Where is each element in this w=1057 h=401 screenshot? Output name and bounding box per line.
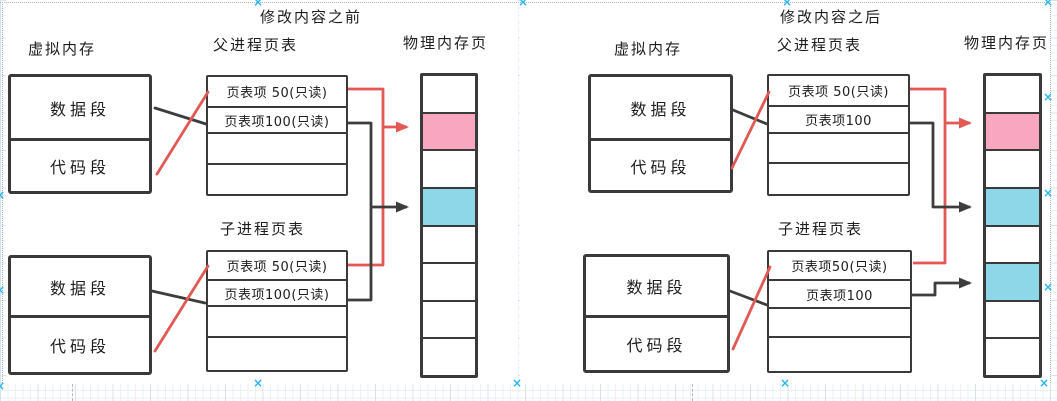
connection-anchor[interactable]: ×: [0, 189, 5, 201]
page-table-entry: [208, 305, 346, 336]
physical-page: [986, 224, 1039, 263]
physical-memory-label: 物理内存页: [403, 34, 489, 52]
physical-page: [423, 337, 475, 375]
child-virtual-memory-box: 数据段 代码段: [583, 254, 730, 373]
connection-anchor[interactable]: ×: [511, 376, 523, 390]
physical-page: [423, 299, 475, 338]
physical-page: [986, 299, 1039, 338]
child-page-table: 页表项50(只读) 页表项100: [767, 250, 912, 373]
page-boundary-line: [692, 384, 693, 401]
code-segment: 代码段: [11, 315, 149, 372]
child-page-table: 页表项 50(只读) 页表项100(只读): [206, 250, 348, 372]
physical-page-child-copy-blue: [986, 262, 1039, 300]
page-table-entry: 页表项100: [769, 105, 908, 132]
physical-page-shared-pink: [423, 111, 475, 150]
physical-page: [423, 76, 475, 112]
data-segment: 数据段: [49, 278, 110, 298]
code-segment: 代码段: [11, 138, 149, 191]
page-table-entry: 页表项 50(只读): [226, 260, 328, 275]
parent-virtual-memory-box: 数据段 代码段: [588, 74, 733, 193]
selection-border-right: [1050, 2, 1051, 383]
connection-anchor[interactable]: ×: [1038, 376, 1050, 390]
connection-anchor[interactable]: ×: [517, 0, 529, 9]
physical-page-parent-blue: [986, 186, 1039, 225]
connection-anchor[interactable]: ×: [779, 376, 791, 390]
selection-border-left: [2, 2, 3, 383]
page-table-entry: [208, 336, 346, 370]
connection-anchor[interactable]: ×: [0, 284, 5, 296]
parent-page-table: 页表项 50(只读) 页表项100: [767, 74, 910, 196]
physical-page: [986, 76, 1039, 112]
page-table-entry: 页表项100(只读): [208, 106, 346, 132]
connection-anchor[interactable]: ×: [1042, 0, 1054, 9]
physical-page: [423, 262, 475, 300]
connection-anchor[interactable]: ×: [781, 0, 793, 9]
selection-border-top: [0, 2, 1051, 3]
physical-memory-column: [983, 73, 1042, 378]
connection-anchor[interactable]: ×: [1042, 280, 1054, 294]
page-table-entry: [208, 163, 346, 194]
page-table-entry: 页表项 50(只读): [788, 85, 889, 100]
physical-page: [986, 149, 1039, 187]
connection-anchor[interactable]: ×: [1042, 90, 1054, 104]
code-segment: 代码段: [586, 315, 727, 370]
page-table-entry: [769, 336, 910, 371]
connection-anchor[interactable]: ×: [252, 376, 264, 390]
diagram-title-before: 修改内容之前: [259, 8, 362, 26]
child-page-table-label: 子进程页表: [219, 220, 305, 238]
page-boundary-line: [72, 384, 73, 401]
page-table-entry: 页表项50(只读): [791, 260, 888, 275]
parent-virtual-memory-box: 数据段 代码段: [8, 74, 152, 194]
code-segment: 代码段: [591, 138, 730, 190]
child-page-table-label: 子进程页表: [777, 220, 863, 238]
data-segment: 数据段: [626, 278, 687, 297]
physical-memory-label: 物理内存页: [964, 34, 1050, 52]
page-table-entry: [208, 132, 346, 163]
parent-page-table: 页表项 50(只读) 页表项100(只读): [206, 75, 348, 196]
data-segment: 数据段: [630, 99, 691, 119]
parent-page-table-label: 父进程页表: [213, 36, 299, 54]
page-table-entry: [769, 307, 910, 336]
connection-anchor[interactable]: ×: [252, 0, 264, 9]
physical-page-shared-pink: [986, 111, 1039, 150]
connection-anchor[interactable]: ×: [0, 380, 5, 392]
data-segment: 数据段: [49, 99, 110, 119]
diagram-title-after: 修改内容之后: [779, 8, 882, 26]
page-table-entry: 页表项100(只读): [208, 279, 346, 305]
page-table-entry: [769, 162, 908, 194]
parent-page-table-label: 父进程页表: [777, 36, 863, 54]
virtual-memory-label: 虚拟内存: [27, 40, 96, 58]
physical-memory-column: [420, 73, 478, 378]
virtual-memory-label: 虚拟内存: [613, 40, 682, 58]
page-table-entry: [769, 132, 908, 162]
physical-page: [423, 224, 475, 263]
physical-page-shared-blue: [423, 186, 475, 225]
child-virtual-memory-box: 数据段 代码段: [8, 255, 152, 375]
page-table-entry: 页表项100: [769, 279, 910, 307]
physical-page: [423, 149, 475, 187]
connection-anchor[interactable]: ×: [1042, 186, 1054, 200]
page-table-entry: 页表项 50(只读): [226, 86, 328, 101]
physical-page: [986, 337, 1039, 375]
